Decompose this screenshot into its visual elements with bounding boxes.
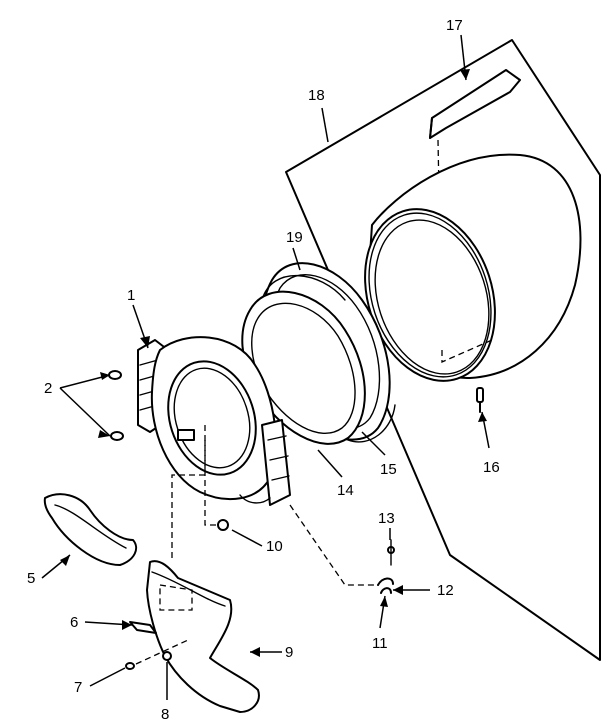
label-part-15: 15 bbox=[380, 461, 397, 478]
label-part-18: 18 bbox=[308, 87, 325, 104]
label-part-6: 6 bbox=[70, 614, 78, 631]
lower-panel-part-9 bbox=[146, 560, 260, 713]
callout-arrowheads bbox=[60, 69, 487, 657]
door-handle-part-5 bbox=[43, 493, 138, 566]
label-part-9: 9 bbox=[285, 644, 293, 661]
label-part-1: 1 bbox=[127, 287, 135, 304]
label-part-7: 7 bbox=[74, 679, 82, 696]
latch-plate-part-6 bbox=[129, 621, 157, 634]
label-part-11: 11 bbox=[372, 635, 388, 652]
hardware-parts-11-12-13 bbox=[377, 539, 395, 594]
label-part-12: 12 bbox=[437, 582, 454, 599]
screw-part-10 bbox=[217, 519, 229, 531]
screw-part-16 bbox=[476, 387, 484, 413]
door-frame bbox=[150, 336, 375, 586]
part-number-labels: 1 2 5 6 7 8 9 10 11 12 13 14 15 16 17 18… bbox=[27, 17, 500, 723]
screws-part-7-8 bbox=[125, 639, 189, 670]
panel-drum-opening bbox=[364, 153, 582, 382]
label-part-16: 16 bbox=[483, 459, 500, 476]
label-part-5: 5 bbox=[27, 570, 35, 587]
label-part-14: 14 bbox=[337, 482, 354, 499]
label-part-8: 8 bbox=[161, 706, 169, 723]
label-part-19: 19 bbox=[286, 229, 303, 246]
label-part-13: 13 bbox=[378, 510, 395, 527]
label-part-10: 10 bbox=[266, 538, 283, 555]
label-part-17: 17 bbox=[446, 17, 463, 34]
label-part-2: 2 bbox=[44, 380, 52, 397]
screws-part-2 bbox=[108, 370, 124, 441]
